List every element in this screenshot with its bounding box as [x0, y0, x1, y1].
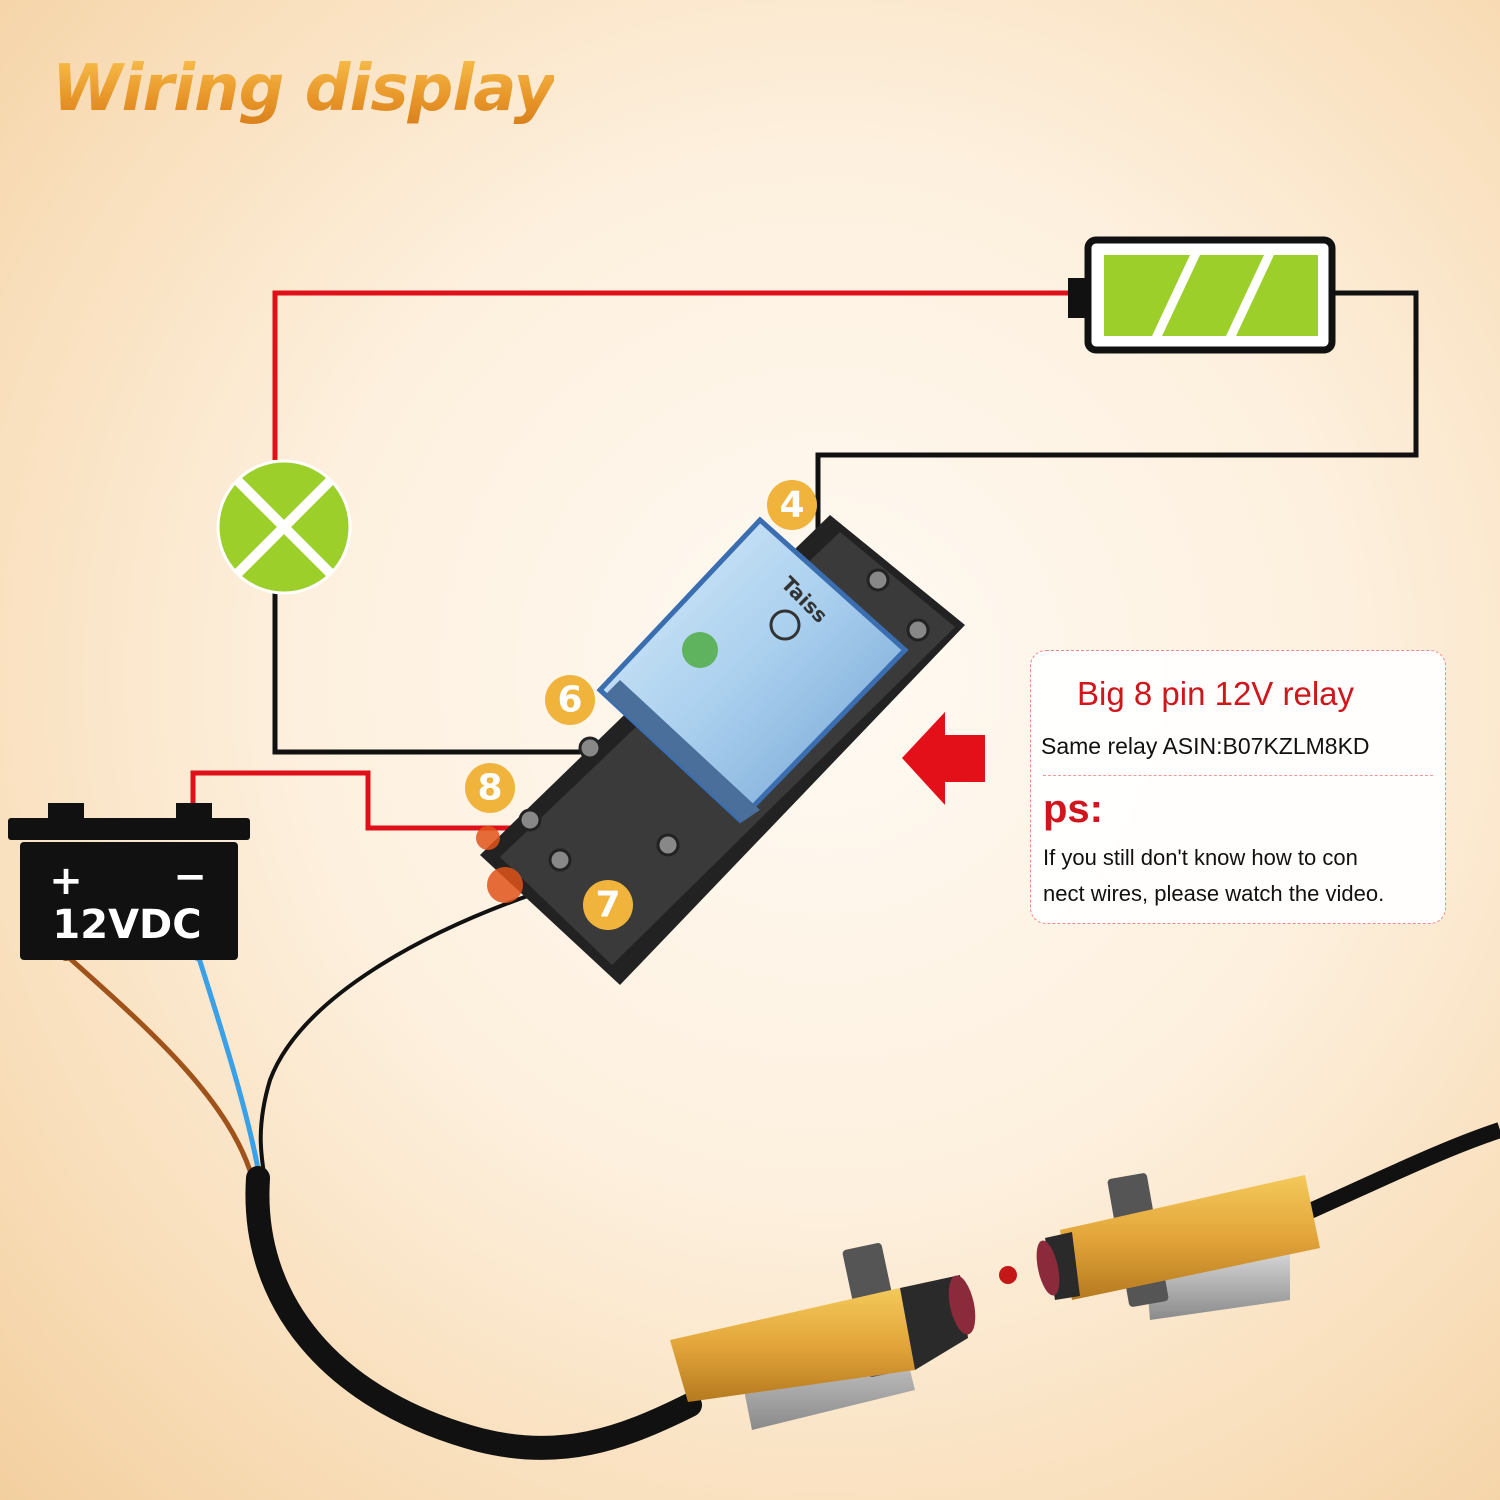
info-box: Big 8 pin 12V relay Same relay ASIN:B07K…	[1030, 650, 1446, 924]
wire-red-lamp-battery	[272, 290, 1070, 460]
pin-7-badge: 7	[583, 880, 633, 930]
supply-label: 12VDC	[52, 902, 201, 948]
info-heading: Big 8 pin 12V relay	[1077, 675, 1355, 712]
wire-brown	[60, 949, 256, 1181]
pin-8-badge: 8	[465, 763, 515, 813]
info-divider	[1043, 775, 1433, 776]
wire-blue	[192, 949, 263, 1181]
info-note-line-1: If you still don't know how to con	[1043, 845, 1358, 870]
plus-sign: +	[49, 858, 83, 904]
power-supply-icon: + − 12VDC	[8, 803, 250, 960]
wire-black-lamp-pin6	[272, 592, 580, 755]
minus-sign: −	[173, 854, 207, 900]
pin-4-badge: 4	[767, 480, 817, 530]
svg-text:6: 6	[557, 680, 582, 721]
pin-6-badge: 6	[545, 675, 595, 725]
photoelectric-sensor-icon	[1036, 1173, 1320, 1320]
relay-icon: Taiss	[476, 515, 965, 985]
beam-dot	[999, 1266, 1017, 1284]
svg-text:8: 8	[477, 768, 502, 809]
sensor-cable	[245, 1122, 1500, 1460]
info-ps-label: ps:	[1043, 787, 1103, 831]
photoelectric-sensor-icon	[670, 1243, 976, 1430]
battery-icon	[1068, 236, 1336, 354]
svg-text:7: 7	[595, 885, 620, 926]
wire-black-battery-pin4	[815, 290, 1419, 530]
wire-red-supply-pin8	[190, 770, 512, 831]
wire-black-pin7-sensor	[258, 883, 561, 1181]
svg-text:4: 4	[779, 485, 804, 526]
page-title: Wiring display	[52, 52, 555, 126]
info-note-line-2: nect wires, please watch the video.	[1043, 881, 1385, 906]
arrow-icon	[902, 712, 985, 805]
info-asin: Same relay ASIN:B07KZLM8KD	[1041, 733, 1370, 759]
lamp-icon	[216, 459, 352, 595]
